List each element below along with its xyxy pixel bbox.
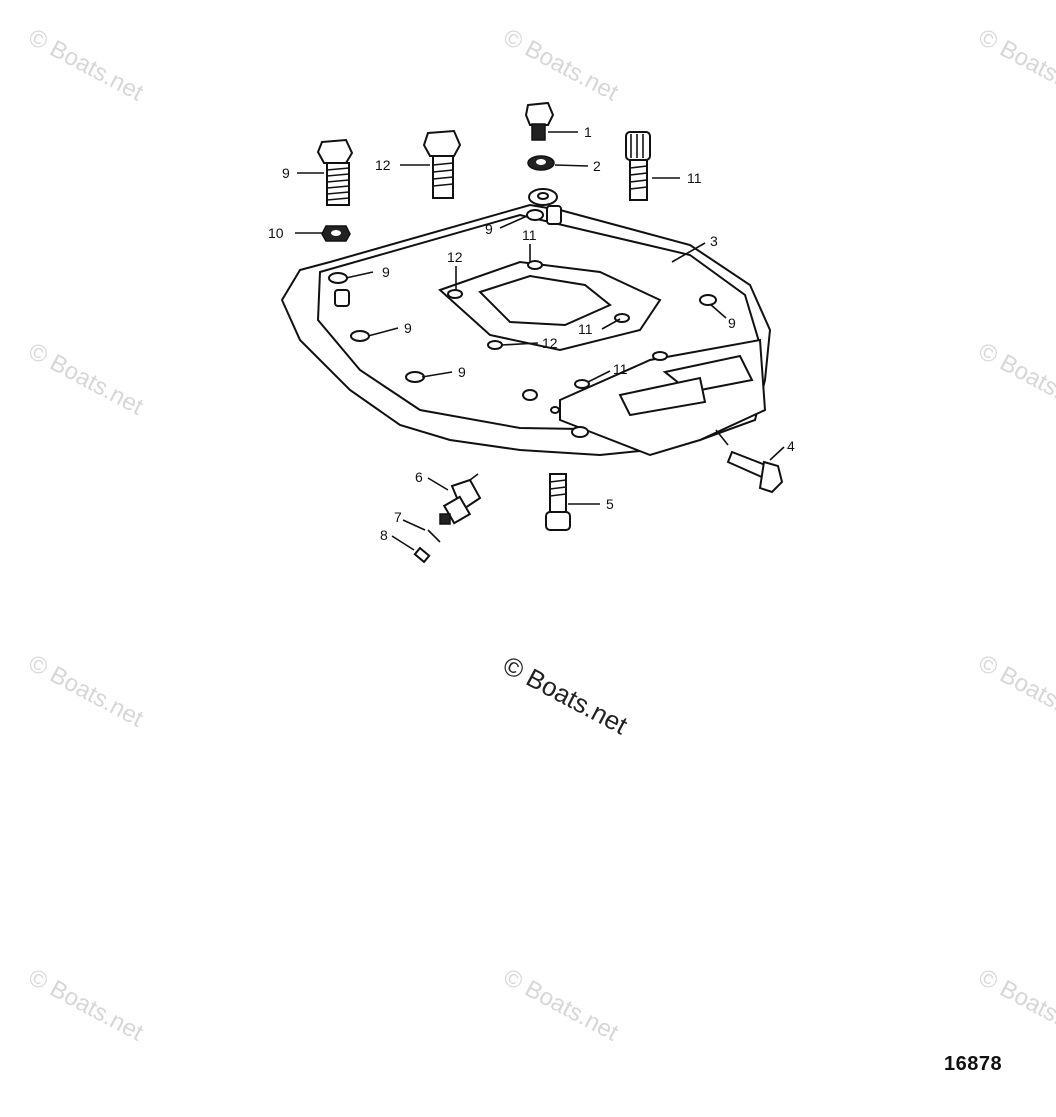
nut-10 bbox=[321, 225, 351, 242]
callout-9: 9 bbox=[485, 221, 493, 237]
callout-1: 1 bbox=[584, 124, 592, 140]
callout-11: 11 bbox=[578, 321, 593, 337]
callout-12: 12 bbox=[542, 335, 558, 351]
screw-4 bbox=[726, 450, 784, 494]
callout-4: 4 bbox=[787, 438, 795, 454]
callout-5: 5 bbox=[606, 496, 614, 512]
callout-8: 8 bbox=[380, 527, 388, 543]
callout-6: 6 bbox=[415, 469, 423, 485]
washer-2 bbox=[527, 155, 555, 171]
callout-2: 2 bbox=[593, 158, 601, 174]
terminal-7 bbox=[427, 529, 441, 543]
leader-lines bbox=[295, 131, 785, 551]
callout-9: 9 bbox=[404, 320, 412, 336]
adapter-plate bbox=[280, 188, 772, 457]
sleeve-8 bbox=[413, 546, 431, 564]
bolt-9 bbox=[316, 138, 354, 206]
callout-10: 10 bbox=[268, 225, 284, 241]
callout-11: 11 bbox=[687, 170, 702, 186]
bolt-1 bbox=[524, 101, 555, 141]
switch-6 bbox=[439, 473, 482, 525]
screw-11 bbox=[625, 131, 651, 201]
figure-number: 16878 bbox=[944, 1053, 1003, 1075]
callout-7: 7 bbox=[394, 509, 402, 525]
callout-9: 9 bbox=[458, 364, 466, 380]
bolt-12 bbox=[422, 129, 462, 199]
callout-9: 9 bbox=[282, 165, 290, 181]
callout-11: 11 bbox=[613, 361, 628, 377]
callout-9: 9 bbox=[382, 264, 390, 280]
callout-9: 9 bbox=[728, 315, 736, 331]
callout-11: 11 bbox=[522, 227, 537, 243]
callout-12: 12 bbox=[375, 157, 391, 173]
callout-3: 3 bbox=[710, 233, 718, 249]
callout-12: 12 bbox=[447, 249, 463, 265]
screw-5 bbox=[545, 473, 571, 531]
